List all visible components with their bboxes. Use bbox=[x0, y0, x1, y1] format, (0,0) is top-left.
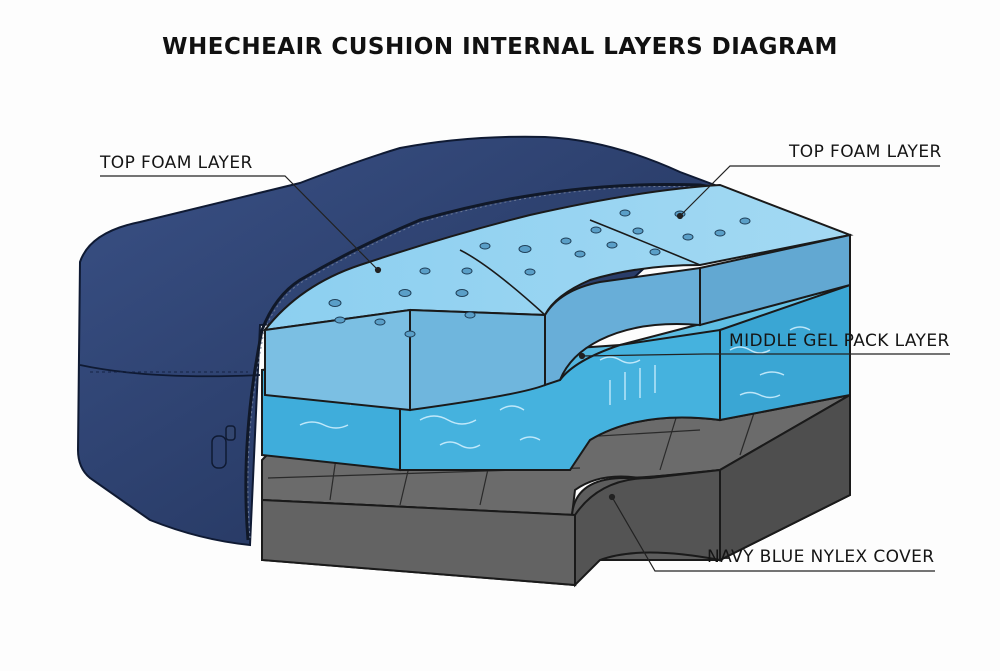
leader-bottom bbox=[611, 496, 935, 572]
leader-top-left bbox=[100, 175, 379, 271]
label-navy-cover: NAVY BLUE NYLEX COVER bbox=[707, 547, 935, 567]
diagram-title: WHECHEAIR CUSHION INTERNAL LAYERS DIAGRA… bbox=[162, 34, 838, 60]
leader-top-right bbox=[679, 165, 940, 217]
leader-middle bbox=[581, 353, 950, 357]
label-top-foam-right: TOP FOAM LAYER bbox=[789, 142, 942, 162]
zipper-pull-icon bbox=[211, 425, 236, 469]
label-top-foam-left: TOP FOAM LAYER bbox=[100, 153, 253, 173]
top-foam-layer bbox=[262, 183, 854, 412]
label-middle-gel: MIDDLE GEL PACK LAYER bbox=[729, 331, 950, 351]
leader-lines bbox=[100, 165, 950, 572]
